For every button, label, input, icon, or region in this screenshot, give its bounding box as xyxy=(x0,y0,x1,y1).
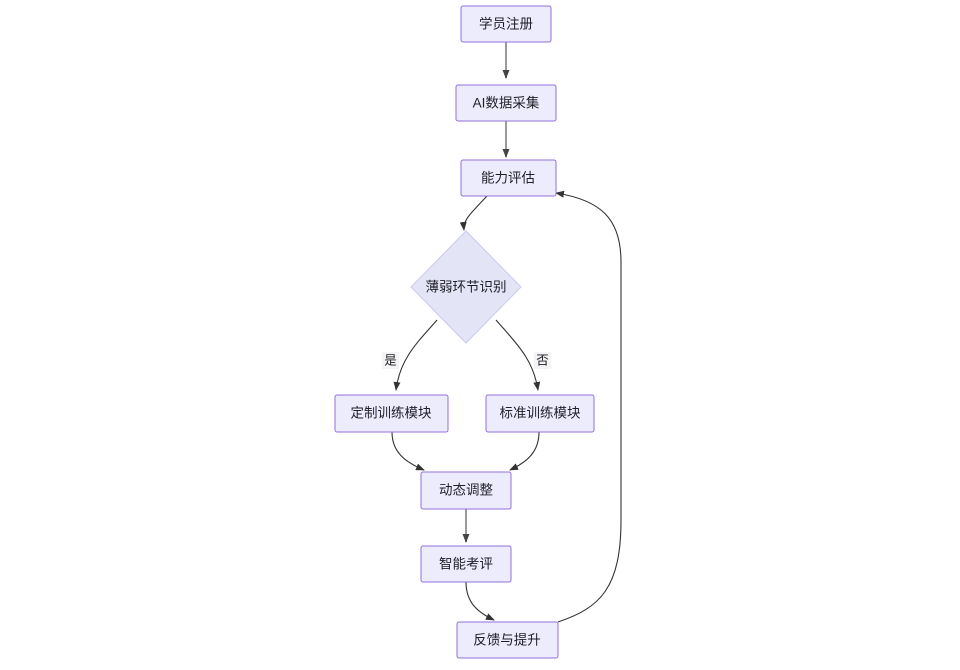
node-weakness-identification-shape xyxy=(410,230,522,344)
node-custom-training-module[interactable]: 定制训练模块 xyxy=(334,394,449,433)
edge-standard-module-to-dynamic-adjust xyxy=(509,431,540,471)
node-feedback-improvement-shape xyxy=(456,621,559,659)
node-ai-data-collection[interactable]: AI数据采集 xyxy=(455,84,557,122)
node-capability-assessment-label: 能力评估 xyxy=(481,171,535,186)
edge-feedback-loop-to-assessment xyxy=(555,190,622,623)
node-dynamic-adjustment[interactable]: 动态调整 xyxy=(420,471,512,510)
node-intelligent-evaluation[interactable]: 智能考评 xyxy=(420,545,512,583)
node-dynamic-adjustment-label: 动态调整 xyxy=(439,483,493,498)
edge-assessment-to-weakness-check xyxy=(459,195,488,231)
node-capability-assessment[interactable]: 能力评估 xyxy=(460,159,557,197)
edge-label-yes: 是 xyxy=(382,352,399,369)
node-weakness-identification-label: 薄弱环节识别 xyxy=(426,280,507,295)
node-intelligent-evaluation-shape xyxy=(420,545,512,583)
edge-weakness-no-to-standard-module xyxy=(495,319,541,391)
node-standard-training-module-shape xyxy=(485,394,595,433)
node-student-registration-shape xyxy=(460,5,552,43)
node-student-registration[interactable]: 学员注册 xyxy=(460,5,552,43)
edge-label-yes-text: 是 xyxy=(384,353,397,367)
edge-custom-module-to-dynamic-adjust xyxy=(391,431,425,471)
node-standard-training-module-label: 标准训练模块 xyxy=(500,406,581,421)
edge-group xyxy=(391,42,622,623)
edge-label-yes-background xyxy=(382,352,399,369)
node-dynamic-adjustment-shape xyxy=(420,471,512,510)
node-feedback-improvement[interactable]: 反馈与提升 xyxy=(456,621,559,659)
node-capability-assessment-shape xyxy=(460,159,557,197)
edge-label-no-text: 否 xyxy=(536,353,549,367)
edge-label-no: 否 xyxy=(534,352,551,369)
node-feedback-improvement-label: 反馈与提升 xyxy=(473,633,541,648)
node-intelligent-evaluation-label: 智能考评 xyxy=(439,557,493,572)
edge-weakness-yes-to-custom-module xyxy=(393,319,438,391)
edge-label-no-background xyxy=(534,352,551,369)
node-ai-data-collection-shape xyxy=(455,84,557,122)
node-standard-training-module[interactable]: 标准训练模块 xyxy=(485,394,595,433)
node-custom-training-module-label: 定制训练模块 xyxy=(351,406,432,421)
edge-exam-to-feedback xyxy=(465,581,495,621)
node-student-registration-label: 学员注册 xyxy=(479,17,533,32)
node-weakness-identification[interactable]: 薄弱环节识别 xyxy=(410,230,522,344)
node-ai-data-collection-label: AI数据采集 xyxy=(473,96,540,111)
node-custom-training-module-shape xyxy=(334,394,449,433)
